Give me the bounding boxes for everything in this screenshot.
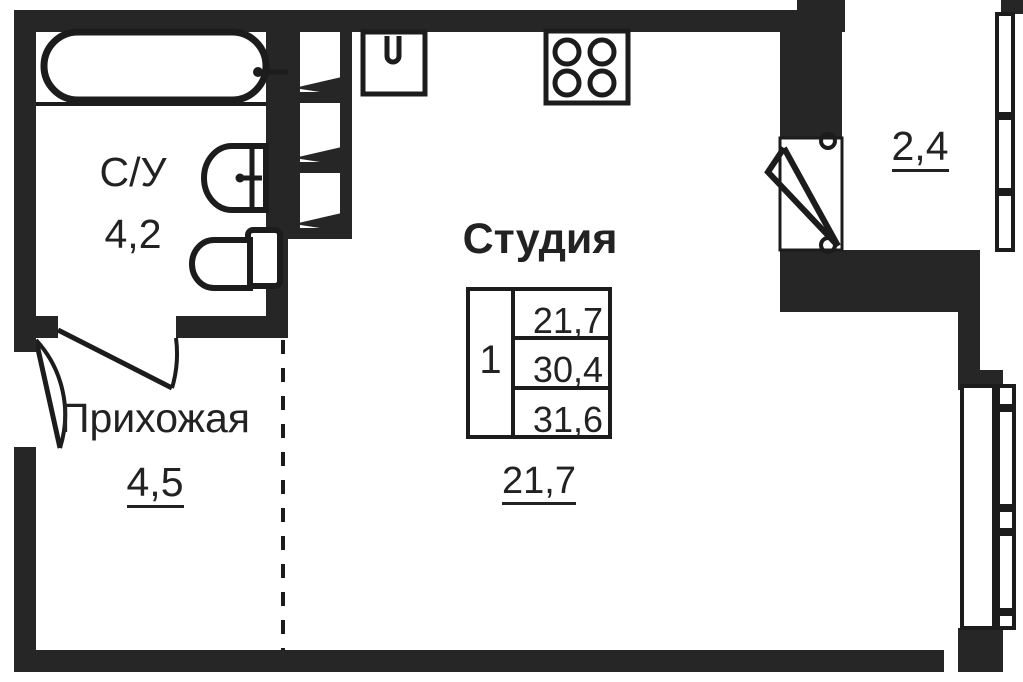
entrance-door-leaf [33,339,63,449]
room-label-hallway-name: Прихожая [60,395,250,441]
wall-outer-bottom [14,650,944,672]
closet-niche-door-line [294,146,346,166]
wall-closet-div-2 [288,162,352,173]
wall-closet-bottom [288,228,352,239]
bathroom-door-leaf [56,327,174,391]
wall-closet-block-left [288,28,300,238]
wall-closet-div-1 [288,92,352,103]
fixtures-group [36,28,631,291]
bathroom-door-opening [58,316,176,338]
wall-outer-right-lower [958,628,1003,672]
studio-window-pane-2 [996,408,1016,508]
balcony-door-swing-arc [764,146,841,249]
room-label-studio-name: Студия [462,215,618,263]
stove-burner-icon [587,37,617,67]
doors-group [14,132,844,449]
entrance-door-opening [14,340,36,447]
room-label-bathroom-name: С/У [99,149,167,195]
entrance-door-swing-arc [34,338,68,449]
stove-burner-icon [552,37,582,67]
room-label-hallway-area-wrap: 4,5 [30,462,280,508]
bathtub [40,28,270,104]
balcony-door-hinge-icon [819,236,837,254]
toilet-bowl [189,237,253,291]
room-label-bathroom-area: 4,2 [104,211,162,257]
wall-outer-left [14,10,36,338]
wall-entrance-jamb-bottom [14,447,36,459]
balcony-window-right-mid [995,116,1015,192]
balcony-door-hinge-icon [819,132,837,150]
bathroom-door-swing-arc [170,337,180,389]
stove-burner-icon [552,68,582,98]
wall-entrance-jamb-top [14,326,36,340]
closet-niche-door-line [294,212,346,232]
balcony-door-leaf [781,146,841,248]
room-label-balcony-area: 2,4 [891,126,949,172]
entrance-door-threshold [14,340,36,352]
wall-outer-left-lower [14,455,36,672]
studio-window-pane-4 [996,532,1016,612]
room-label-hallway-area: 4,5 [126,462,184,508]
info-table-border [466,287,612,439]
studio-window-pane-3 [996,508,1016,532]
room-label-balcony-area-wrap: 2,4 [845,126,995,172]
info-table-value-2: 30,4 [532,349,603,390]
windows-group [960,12,1016,630]
wall-closet-block-right [340,28,352,238]
wall-outer-top [14,10,801,32]
wall-studio-balcony-divider [780,10,842,138]
wall-right-upper-return [958,250,980,383]
balcony-window-right-upper [995,12,1015,116]
info-table-value-3: 31,6 [532,399,603,440]
wall-balcony-right-top [1001,0,1023,14]
studio-window-glass-main [960,384,996,630]
room-label-studio-area: 21,7 [502,462,576,505]
stove-burner-icon [587,68,617,98]
balcony-window-right-lower [995,192,1015,252]
info-table-value-1: 21,7 [532,300,603,341]
info-table-frame [466,287,612,439]
studio-window-pane-5 [996,612,1016,630]
info-table-rooms-count: 1 [479,338,502,382]
room-label-studio-area-wrap: 21,7 [468,462,610,505]
kitchen-sink-faucet-icon [384,36,402,65]
closet-niche-door-line [294,76,346,96]
wall-below-balcony [780,250,980,312]
studio-window-pane-1 [996,384,1016,408]
